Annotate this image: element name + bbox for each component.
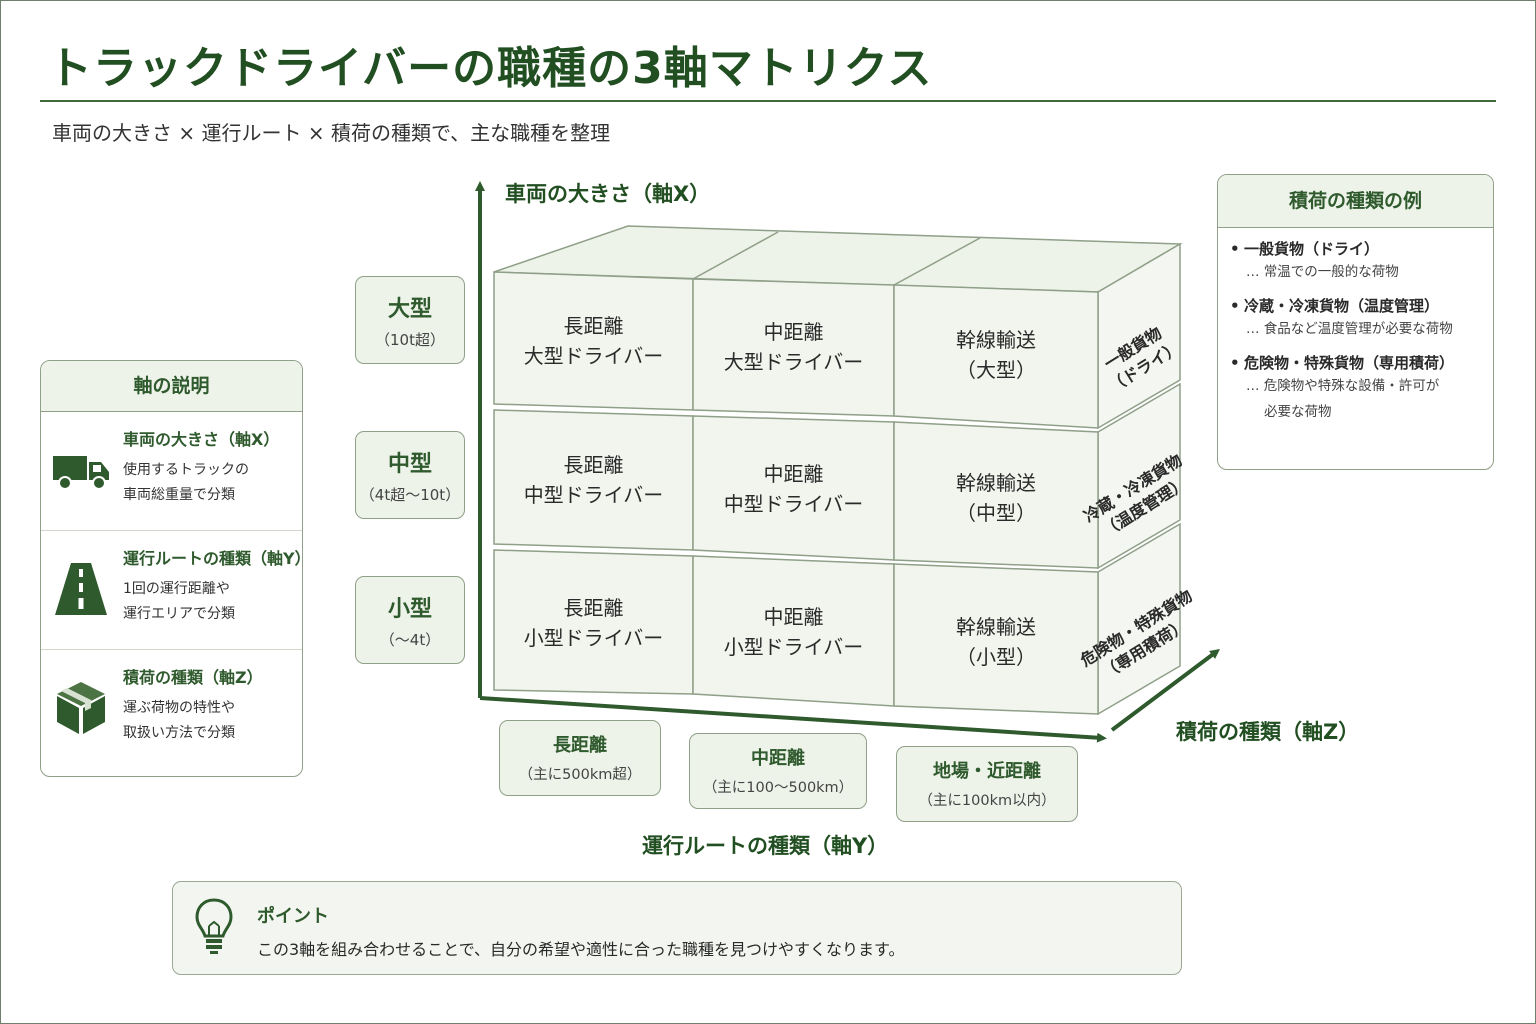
axis-title-cargo-type: 積荷の種類（軸Z） [123, 668, 263, 687]
axes-explanation-panel: 軸の説明 車両の大きさ（軸X） 使用するトラックの 車両総重量で分類 運行ルート… [40, 360, 303, 777]
cell-line: 中距離 [763, 605, 824, 629]
route-range: （主に100km以内） [918, 793, 1056, 809]
title-divider [40, 100, 1496, 102]
matrix-cell: 幹線輸送 （小型） [894, 574, 1098, 710]
cargo-example-item: •危険物・特殊貨物（専用積荷） … 危険物や特殊な設備・許可が 必要な荷物 [1230, 352, 1485, 425]
size-label-small: 小型 （〜4t） [355, 576, 465, 664]
size-range: （10t超） [375, 331, 445, 349]
cargo-desc: … 危険物や特殊な設備・許可が [1246, 378, 1440, 394]
size-name: 小型 [387, 597, 432, 622]
cube-top-divider [893, 237, 981, 286]
road-icon [55, 563, 107, 615]
matrix-cell: 中距離 大型ドライバー [693, 282, 894, 412]
cell-line: 中型ドライバー [723, 492, 864, 516]
cell-line: 大型ドライバー [523, 344, 664, 368]
cell-line: （大型） [956, 358, 1036, 382]
page-title: トラックドライバーの職種の3軸マトリクス [48, 43, 933, 94]
route-range: （主に100〜500km） [702, 780, 854, 796]
cell-line: 中距離 [763, 320, 824, 344]
axis-desc-line: 取扱い方法で分類 [123, 725, 235, 741]
axis-row-vehicle-size: 車両の大きさ（軸X） 使用するトラックの 車両総重量で分類 [41, 412, 302, 531]
size-name: 中型 [387, 452, 432, 477]
cube-cell-face [893, 563, 1099, 715]
cell-line: 小型ドライバー [723, 635, 864, 659]
axis-desc-line: 使用するトラックの [123, 462, 249, 478]
page-subtitle: 車両の大きさ × 運行ルート × 積荷の種類で、主な職種を整理 [52, 121, 611, 145]
box-icon [57, 682, 105, 734]
matrix-cell: 長距離 大型ドライバー [494, 276, 693, 406]
cargo-desc: … 食品など温度管理が必要な荷物 [1246, 321, 1453, 337]
cargo-desc: 必要な荷物 [1264, 404, 1332, 420]
lightbulb-icon [195, 898, 233, 954]
axis-desc-line: 運行エリアで分類 [123, 606, 235, 622]
axis-desc-line: 1回の運行距離や [123, 581, 230, 597]
bullet-icon: • [1230, 240, 1240, 258]
size-range: （〜4t） [379, 631, 441, 649]
cell-line: （小型） [956, 645, 1036, 669]
cargo-name: 危険物・特殊貨物（専用積荷） [1244, 354, 1455, 372]
axis-label-z: 積荷の種類（軸Z） [1176, 720, 1360, 744]
cell-line: 大型ドライバー [723, 350, 864, 374]
truck-icon [53, 456, 109, 490]
axis-title-vehicle-size: 車両の大きさ（軸X） [123, 430, 280, 449]
cell-line: 長距離 [563, 596, 624, 620]
cell-line: 長距離 [563, 453, 624, 477]
bullet-icon: • [1230, 297, 1240, 315]
route-name: 長距離 [553, 735, 607, 756]
route-name: 地場・近距離 [933, 761, 1041, 782]
route-label-long: 長距離 （主に500km超） [499, 720, 661, 796]
size-name: 大型 [387, 297, 432, 322]
cell-line: 小型ドライバー [523, 626, 664, 650]
matrix-cell: 長距離 小型ドライバー [494, 556, 693, 690]
axis-label-x: 車両の大きさ（軸X） [505, 182, 711, 206]
cell-line: 中型ドライバー [523, 483, 664, 507]
route-label-medium: 中距離 （主に100〜500km） [689, 733, 867, 809]
size-label-medium: 中型 （4t超〜10t） [355, 431, 465, 519]
axes-panel-heading: 軸の説明 [41, 361, 302, 412]
matrix-cell: 中距離 小型ドライバー [693, 564, 894, 700]
matrix-cell: 中距離 中型ドライバー [693, 422, 894, 556]
route-label-local: 地場・近距離 （主に100km以内） [896, 746, 1078, 822]
size-label-large: 大型 （10t超） [355, 276, 465, 364]
cell-line: 幹線輸送 [956, 615, 1036, 639]
axis-label-y: 運行ルートの種類（軸Y） [642, 834, 889, 858]
cube-cell-face [893, 421, 1099, 569]
point-text: この3軸を組み合わせることで、自分の希望や適性に合った職種を見つけやすくなります… [257, 940, 905, 959]
route-range: （主に500km超） [518, 767, 642, 783]
cube-cell-face [893, 284, 1099, 429]
cargo-example-item: •一般貨物（ドライ） … 常温での一般的な荷物 [1230, 238, 1485, 285]
cell-line: （中型） [956, 501, 1036, 525]
matrix-cell: 長距離 中型ドライバー [494, 414, 693, 546]
bullet-icon: • [1230, 354, 1240, 372]
matrix-cell: 幹線輸送 （大型） [894, 290, 1098, 420]
point-callout: ポイント この3軸を組み合わせることで、自分の希望や適性に合った職種を見つけやす… [172, 881, 1182, 975]
size-range: （4t超〜10t） [359, 486, 461, 504]
cell-line: 幹線輸送 [956, 328, 1036, 352]
cargo-name: 一般貨物（ドライ） [1244, 240, 1380, 258]
axis-desc-line: 車両総重量で分類 [123, 487, 235, 503]
cube-top-divider [692, 231, 779, 280]
cell-line: 長距離 [563, 314, 624, 338]
axis-row-route-type: 運行ルートの種類（軸Y） 1回の運行距離や 運行エリアで分類 [41, 531, 302, 650]
cell-line: 幹線輸送 [956, 471, 1036, 495]
matrix-cell: 幹線輸送 （中型） [894, 432, 1098, 564]
axis-y-arrow [479, 696, 1107, 743]
cargo-example-item: •冷蔵・冷凍貨物（温度管理） … 食品など温度管理が必要な荷物 [1230, 295, 1485, 342]
axis-row-cargo-type: 積荷の種類（軸Z） 運ぶ荷物の特性や 取扱い方法で分類 [41, 650, 302, 768]
axis-z-arrow [1110, 649, 1220, 732]
axis-title-route-type: 運行ルートの種類（軸Y） [123, 549, 303, 568]
cell-line: 中距離 [763, 462, 824, 486]
axis-desc-line: 運ぶ荷物の特性や [123, 700, 235, 716]
cargo-examples-panel: 積荷の種類の例 •一般貨物（ドライ） … 常温での一般的な荷物 •冷蔵・冷凍貨物… [1217, 174, 1494, 470]
route-name: 中距離 [751, 748, 805, 769]
cargo-name: 冷蔵・冷凍貨物（温度管理） [1244, 297, 1440, 315]
point-title: ポイント [257, 906, 329, 927]
cargo-panel-heading: 積荷の種類の例 [1218, 175, 1493, 228]
cargo-desc: … 常温での一般的な荷物 [1246, 264, 1399, 280]
